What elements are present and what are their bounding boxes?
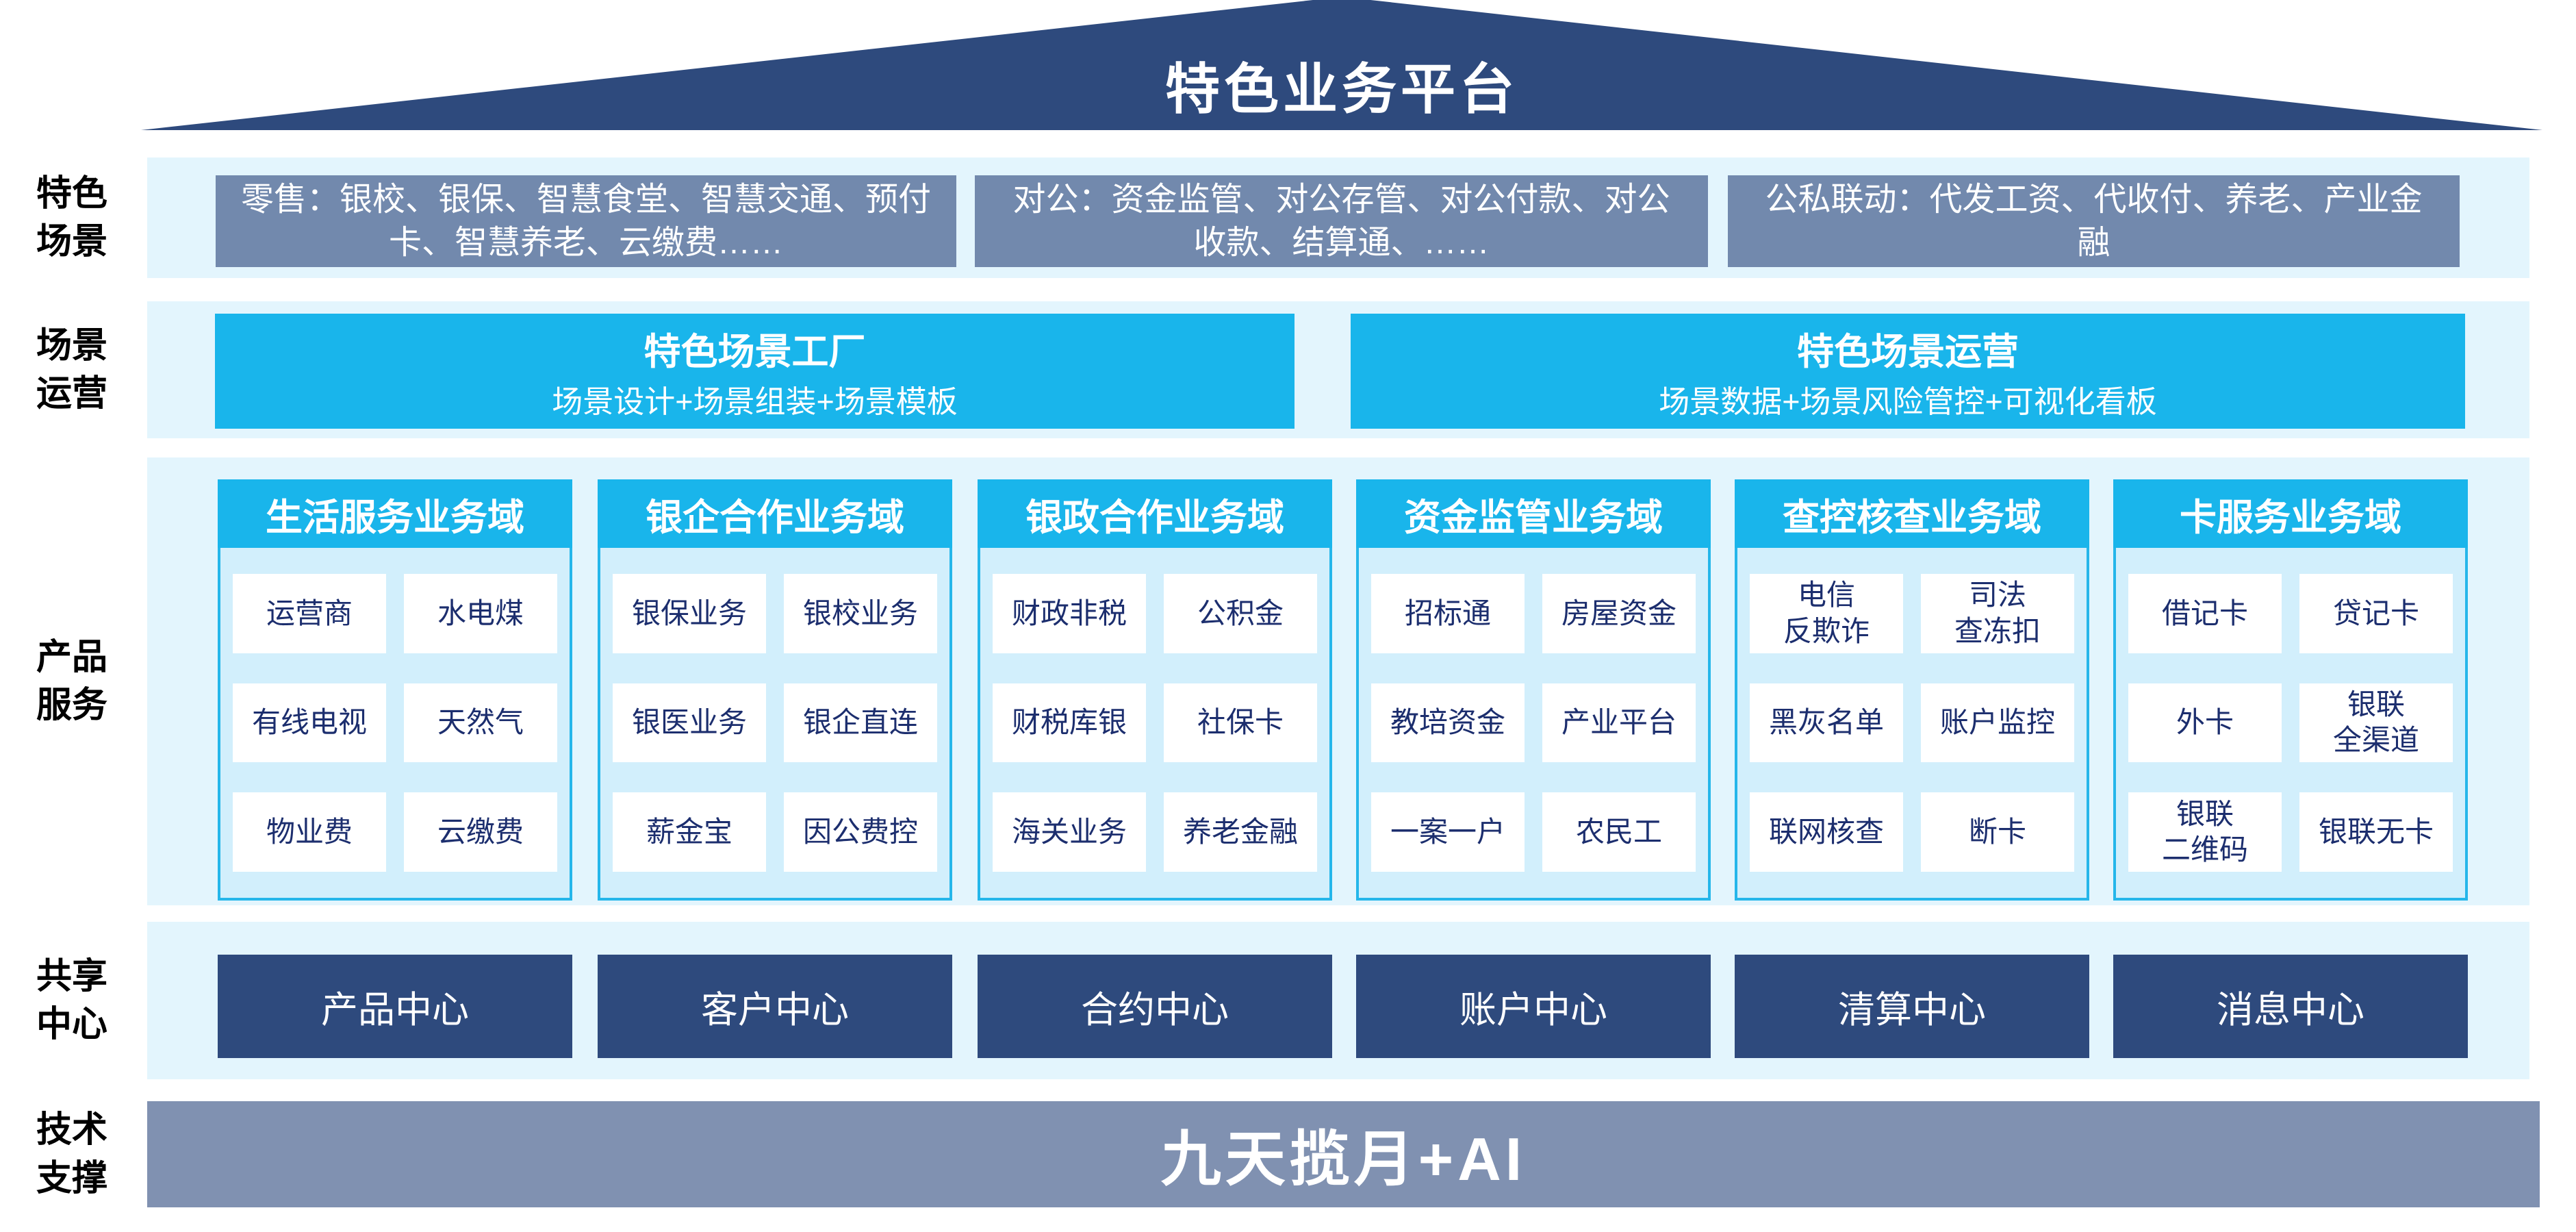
scene-box-retail: 零售：银校、银保、智慧食堂、智慧交通、预付卡、智慧养老、云缴费……: [216, 175, 956, 267]
business-domain-column-inquiry-control: 查控核查业务域 电信 反欺诈 司法 查冻扣 黑灰名单 账户监控 联网核查 断卡: [1735, 479, 2089, 901]
domain-cell: 房屋资金: [1542, 574, 1696, 653]
row-label-scene: 特色 场景: [36, 173, 107, 262]
domain-cell: 海关业务: [993, 792, 1146, 872]
domain-cell: 有线电视: [233, 683, 386, 763]
domain-panel: 借记卡 贷记卡 外卡 银联 全渠道 银联 二维码 银联无卡: [2113, 548, 2468, 901]
domain-cell: 社保卡: [1164, 683, 1317, 763]
row-label-tech: 技术 支撑: [36, 1110, 107, 1198]
domain-cell: 水电煤: [404, 574, 557, 653]
domain-cell: 物业费: [233, 792, 386, 872]
domain-cell: 银企直连: [784, 683, 937, 763]
page-title: 特色业务平台: [1165, 59, 1518, 120]
shared-center-box-account: 账户中心: [1356, 955, 1711, 1058]
shared-center-box-product: 产品中心: [218, 955, 572, 1058]
shared-center-box-clearing: 清算中心: [1735, 955, 2089, 1058]
domain-header: 资金监管业务域: [1356, 479, 1711, 548]
domain-cell: 养老金融: [1164, 792, 1317, 872]
domain-cell: 银联 全渠道: [2299, 683, 2453, 763]
domain-cell: 因公费控: [784, 792, 937, 872]
business-domain-column-bank-government: 银政合作业务域 财政非税 公积金 财税库银 社保卡 海关业务 养老金融: [978, 479, 1332, 901]
row-label-products: 产品 服务: [36, 637, 107, 725]
row-label-operation: 场景 运营: [36, 325, 107, 414]
domain-cell: 司法 查冻扣: [1921, 574, 2074, 653]
domain-header: 查控核查业务域: [1735, 479, 2089, 548]
domain-cell: 银保业务: [613, 574, 766, 653]
domain-cell: 贷记卡: [2299, 574, 2453, 653]
domain-cell: 电信 反欺诈: [1750, 574, 1903, 653]
operation-box-subtitle: 场景数据+场景风险管控+可视化看板: [1659, 384, 2157, 419]
domain-cell: 黑灰名单: [1750, 683, 1903, 763]
business-domain-column-card-services: 卡服务业务域 借记卡 贷记卡 外卡 银联 全渠道 银联 二维码 银联无卡: [2113, 479, 2468, 901]
business-domain-column-bank-enterprise: 银企合作业务域 银保业务 银校业务 银医业务 银企直连 薪金宝 因公费控: [598, 479, 952, 901]
domain-header: 银政合作业务域: [978, 479, 1332, 548]
operation-box-title: 特色场景工厂: [643, 331, 866, 373]
platform-roof-banner: 特色业务平台: [141, 0, 2542, 130]
domain-cell: 教培资金: [1371, 683, 1525, 763]
domain-header: 银企合作业务域: [598, 479, 952, 548]
domain-cell: 招标通: [1371, 574, 1525, 653]
scene-box-corporate: 对公：资金监管、对公存管、对公付款、对公收款、结算通、……: [975, 175, 1708, 267]
tech-platform-bar: 九天揽月+AI: [147, 1101, 2540, 1207]
shared-center-box-message: 消息中心: [2113, 955, 2468, 1058]
domain-cell: 银联 二维码: [2128, 792, 2282, 872]
domain-cell: 农民工: [1542, 792, 1696, 872]
domain-cell: 借记卡: [2128, 574, 2282, 653]
domain-cell: 天然气: [404, 683, 557, 763]
domain-cell: 银医业务: [613, 683, 766, 763]
domain-cell: 断卡: [1921, 792, 2074, 872]
domain-header: 卡服务业务域: [2113, 479, 2468, 548]
domain-cell: 银校业务: [784, 574, 937, 653]
domain-cell: 运营商: [233, 574, 386, 653]
shared-center-box-contract: 合约中心: [978, 955, 1332, 1058]
row-label-shared: 共享 中心: [36, 956, 107, 1044]
business-domain-column-life-services: 生活服务业务域 运营商 水电煤 有线电视 天然气 物业费 云缴费: [218, 479, 572, 901]
operation-box-title: 特色场景运营: [1797, 331, 2019, 373]
domain-cell: 薪金宝: [613, 792, 766, 872]
domain-cell: 银联无卡: [2299, 792, 2453, 872]
domain-panel: 运营商 水电煤 有线电视 天然气 物业费 云缴费: [218, 548, 572, 901]
domain-header: 生活服务业务域: [218, 479, 572, 548]
domain-panel: 招标通 房屋资金 教培资金 产业平台 一案一户 农民工: [1356, 548, 1711, 901]
operation-box-scene-operation: 特色场景运营 场景数据+场景风险管控+可视化看板: [1351, 314, 2465, 429]
scene-box-public-private: 公私联动：代发工资、代收付、养老、产业金融: [1728, 175, 2460, 267]
shared-center-box-customer: 客户中心: [598, 955, 952, 1058]
domain-cell: 联网核查: [1750, 792, 1903, 872]
domain-cell: 外卡: [2128, 683, 2282, 763]
domain-cell: 公积金: [1164, 574, 1317, 653]
domain-panel: 银保业务 银校业务 银医业务 银企直连 薪金宝 因公费控: [598, 548, 952, 901]
domain-panel: 电信 反欺诈 司法 查冻扣 黑灰名单 账户监控 联网核查 断卡: [1735, 548, 2089, 901]
domain-cell: 云缴费: [404, 792, 557, 872]
domain-panel: 财政非税 公积金 财税库银 社保卡 海关业务 养老金融: [978, 548, 1332, 901]
operation-box-scene-factory: 特色场景工厂 场景设计+场景组装+场景模板: [215, 314, 1295, 429]
domain-cell: 账户监控: [1921, 683, 2074, 763]
domain-cell: 产业平台: [1542, 683, 1696, 763]
business-domain-column-fund-supervision: 资金监管业务域 招标通 房屋资金 教培资金 产业平台 一案一户 农民工: [1356, 479, 1711, 901]
domain-cell: 财政非税: [993, 574, 1146, 653]
operation-box-subtitle: 场景设计+场景组装+场景模板: [552, 384, 958, 419]
domain-cell: 财税库银: [993, 683, 1146, 763]
domain-cell: 一案一户: [1371, 792, 1525, 872]
